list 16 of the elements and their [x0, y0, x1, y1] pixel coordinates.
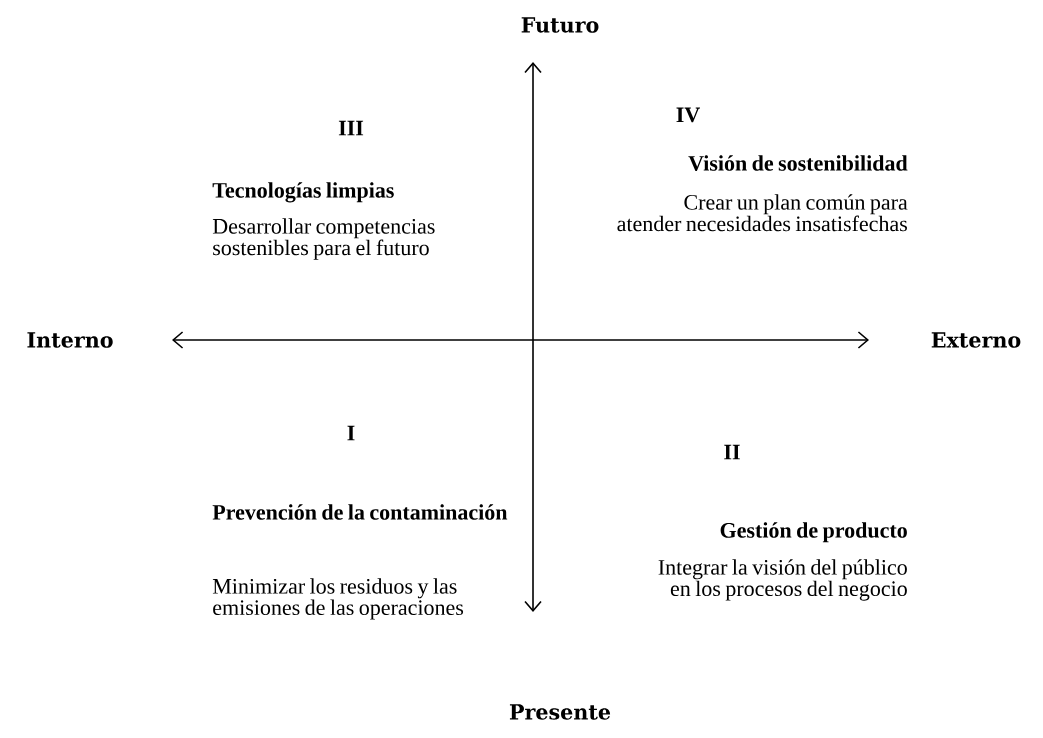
axis-label: Interno: [27, 332, 113, 348]
quadrant-description: Crear un plan común para atender necesidades insatisfechas: [617, 194, 908, 232]
quadrant-heading: Prevención de la contaminación: [212, 504, 508, 520]
axis-label: Presente: [509, 704, 611, 720]
quadrant-number: II: [724, 444, 740, 460]
quadrant-number: III: [338, 120, 364, 136]
axis-label: Futuro: [521, 17, 599, 33]
axis-label: Externo: [931, 332, 1021, 348]
quadrant-description: Minimizar los residuos y las emisiones de las operaciones: [212, 578, 464, 620]
quadrant-heading: Visión de sostenibilidad: [688, 155, 908, 171]
quadrant-description: Desarrollar competencias sostenibles para el futuro: [212, 218, 435, 260]
quadrant-heading: Tecnologías limpias: [212, 182, 394, 203]
quadrant-number: IV: [676, 107, 700, 123]
quadrant-description: Integrar la visión del público en los procesos del negocio: [658, 559, 907, 601]
quadrant-heading: Gestión de producto: [720, 522, 907, 543]
quadrant-number: I: [347, 425, 355, 441]
